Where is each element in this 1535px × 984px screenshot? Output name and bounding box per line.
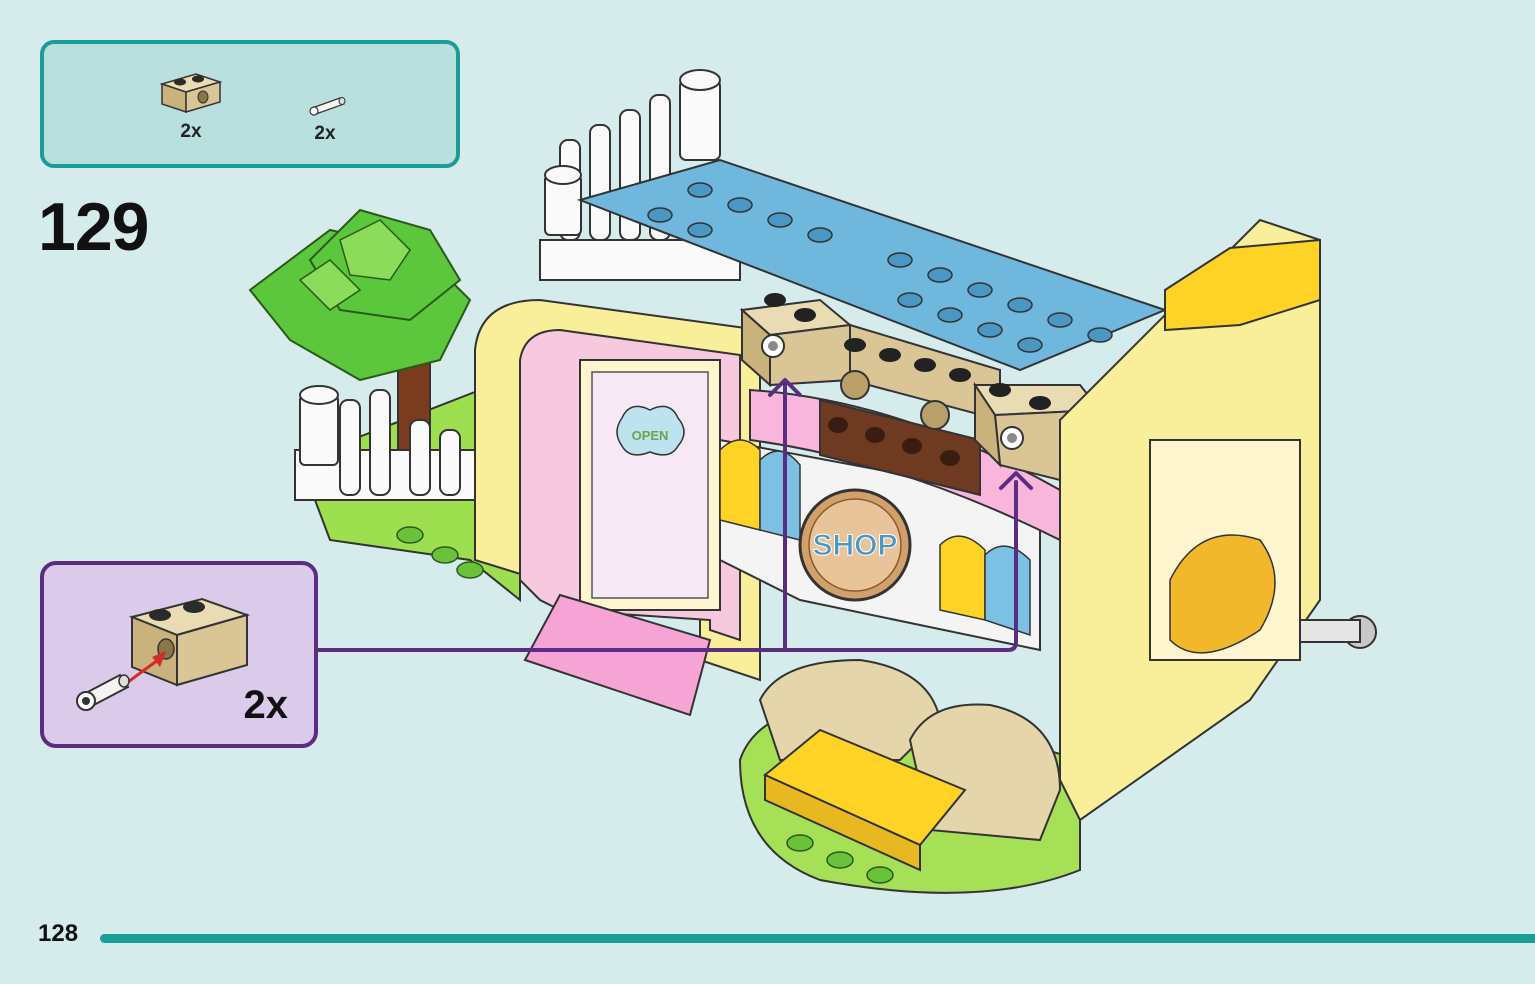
shop-sign: SHOP <box>798 488 912 602</box>
step-number: 129 <box>38 189 149 265</box>
callout-qty: 2x <box>243 683 289 727</box>
technic-pin-white-icon <box>309 97 346 116</box>
footer-rule <box>100 934 1535 943</box>
open-sign-text: OPEN <box>632 428 669 443</box>
parts-list-item-brick: 2x <box>156 70 226 143</box>
parts-list-item-pin: 2x <box>300 94 350 145</box>
parts-list-box: 2x 2x <box>40 40 460 168</box>
pin-into-brick-icon <box>76 597 251 711</box>
open-sign: OPEN <box>616 405 685 456</box>
sub-assembly-callout: 2x <box>40 561 318 748</box>
parts-list-qty: 2x <box>314 123 336 144</box>
shop-sign-text: SHOP <box>812 529 897 562</box>
page-number: 128 <box>38 920 79 947</box>
parts-list-qty: 2x <box>180 121 202 142</box>
technic-brick-1x2-tan-icon <box>159 73 223 114</box>
